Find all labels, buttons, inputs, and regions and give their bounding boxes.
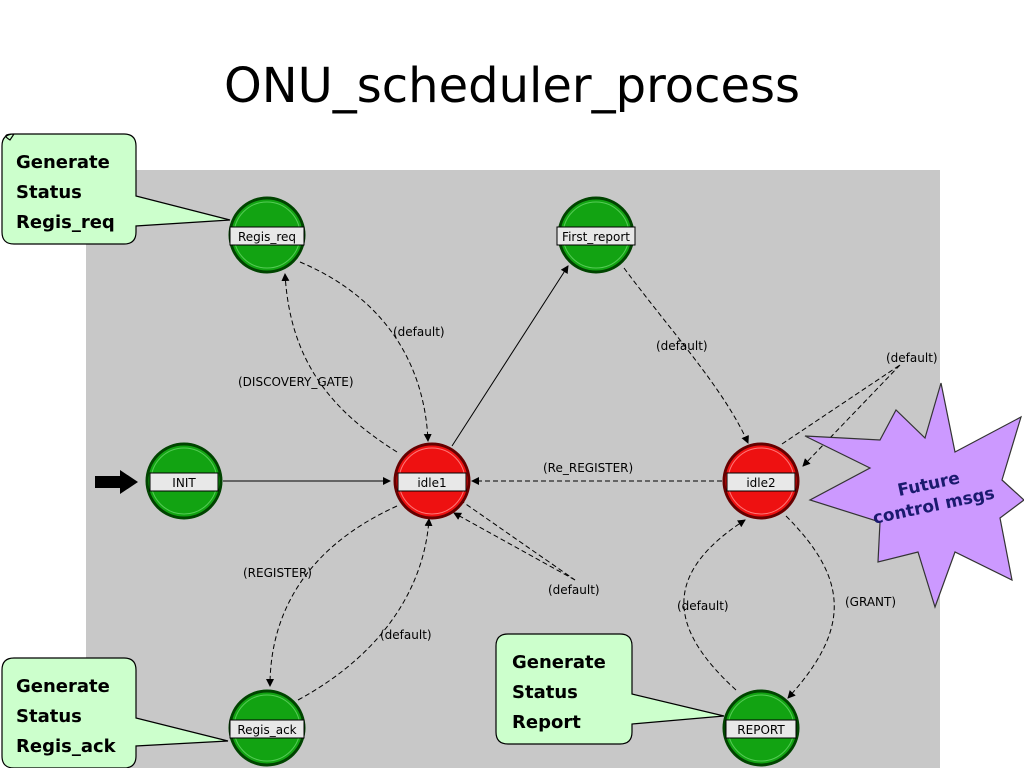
state-idle1[interactable]: idle1 xyxy=(393,442,471,520)
label-discovery-gate: (DISCOVERY_GATE) xyxy=(238,375,354,389)
state-label-report: REPORT xyxy=(737,723,785,737)
transition-idle1-self-out xyxy=(459,499,576,581)
transition-firstreport-idle2 xyxy=(623,267,749,444)
callout-regis-req-line1: Generate xyxy=(16,152,110,173)
state-regis-req[interactable]: Regis_req xyxy=(228,196,306,274)
label-default-regisreq-idle1: (default) xyxy=(393,325,445,339)
state-label-regis-req: Regis_req xyxy=(238,230,296,244)
state-label-init: INIT xyxy=(172,476,196,490)
state-init[interactable]: INIT xyxy=(145,442,223,520)
callout-report: Generate Status Report xyxy=(495,633,725,745)
label-default-regisack-idle1: (default) xyxy=(380,628,432,642)
label-grant: (GRANT) xyxy=(845,595,896,609)
label-default-firstreport-idle2: (default) xyxy=(656,339,708,353)
callout-regis-ack-line2: Status xyxy=(16,706,82,727)
state-label-first-report: First_report xyxy=(562,230,630,244)
state-label-idle2: idle2 xyxy=(746,476,775,490)
transition-idle2-self-in xyxy=(802,364,901,467)
label-default-idle1-self: (default) xyxy=(548,583,600,597)
transition-idle1-firstreport xyxy=(451,265,569,447)
transition-regisreq-idle1 xyxy=(299,261,432,442)
callout-regis-ack-line3: Regis_ack xyxy=(16,736,117,757)
callout-regis-req-line2: Status xyxy=(16,182,82,203)
initial-state-arrow-icon xyxy=(95,470,138,494)
callout-regis-req: Generate Status Regis_req xyxy=(1,133,231,245)
label-default-report-idle2: (default) xyxy=(677,599,729,613)
state-report[interactable]: REPORT xyxy=(722,689,800,767)
callout-regis-ack: Generate Status Regis_ack xyxy=(1,657,229,768)
label-re-register: (Re_REGISTER) xyxy=(543,461,633,475)
callout-regis-req-line3: Regis_req xyxy=(16,212,115,233)
state-label-idle1: idle1 xyxy=(417,476,446,490)
label-register: (REGISTER) xyxy=(243,566,312,580)
transition-idle2-self-out xyxy=(781,364,901,445)
label-default-idle2-self: (default) xyxy=(886,351,938,365)
starburst-future-control-msgs: Future control msgs xyxy=(804,382,1024,609)
transition-idle1-self-in xyxy=(453,512,576,581)
slide-title: ONU_scheduler_process xyxy=(223,58,801,114)
state-label-regis-ack: Regis_ack xyxy=(237,723,296,737)
transition-idle1-regisack xyxy=(266,505,398,687)
callout-regis-ack-line1: Generate xyxy=(16,676,110,697)
state-first-report[interactable]: First_report xyxy=(556,196,636,274)
transition-report-idle2 xyxy=(683,519,746,691)
transition-idle1-regisreq xyxy=(281,273,398,453)
callout-report-line1: Generate xyxy=(512,652,606,673)
state-idle2[interactable]: idle2 xyxy=(722,442,800,520)
transition-regisack-idle1 xyxy=(297,518,433,701)
callout-report-line2: Status xyxy=(512,682,578,703)
state-regis-ack[interactable]: Regis_ack xyxy=(228,689,306,767)
transition-idle2-report xyxy=(785,515,835,699)
callout-report-line3: Report xyxy=(512,712,581,733)
